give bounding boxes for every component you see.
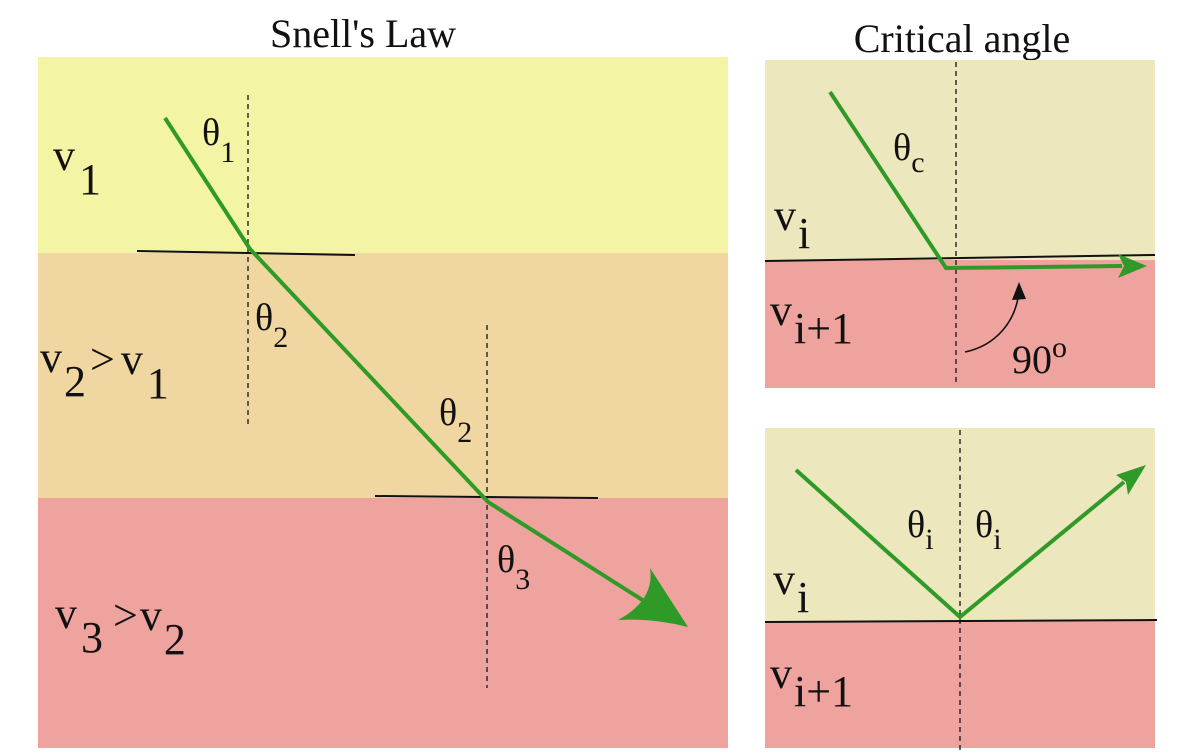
- snells-law-panel: v1 v2>v1 v3>v2 θ1 θ2 θ2 θ3: [38, 57, 728, 748]
- theta-3-label: θ3: [497, 539, 530, 596]
- layer-1-background: [38, 57, 728, 253]
- reflection-panel: θi θi vi vi+1: [764, 428, 1158, 750]
- theta-2-label-upper: θ2: [255, 297, 288, 354]
- layer-3-label: v3>v2: [55, 589, 186, 664]
- critical-angle-panel: θc vi vi+1 90o: [764, 60, 1156, 388]
- critical-ray-arrowhead: [1118, 254, 1147, 278]
- reflected-ray-arrowhead: [1116, 465, 1146, 495]
- reflection-upper-label: vi: [773, 555, 809, 622]
- reflection-lower-label: vi+1: [770, 649, 853, 716]
- reflection-interface-line: [764, 619, 1158, 623]
- theta-c-label: θc: [893, 127, 925, 179]
- critical-upper-medium: [765, 60, 1155, 260]
- critical-ray: [828, 90, 1123, 271]
- layer-1-label: v1: [53, 131, 101, 204]
- left-title: Snell's Law: [270, 11, 456, 56]
- critical-upper-label: vi: [774, 191, 810, 258]
- refracted-ray: [163, 116, 657, 610]
- right-angle-curved-arrow: [964, 297, 1019, 353]
- ray-arrowhead: [618, 568, 688, 627]
- critical-lower-label: vi+1: [770, 286, 853, 353]
- layer-3-background: [38, 498, 728, 748]
- interface-line-2: [374, 495, 599, 499]
- right-angle-arrowhead: [1012, 282, 1026, 300]
- right-angle-label: 90o: [1012, 331, 1067, 382]
- layer-2-background: [38, 253, 728, 498]
- interface-line-1: [136, 250, 356, 256]
- critical-interface-line: [764, 254, 1156, 262]
- theta-2-label-lower: θ2: [439, 392, 472, 449]
- reflected-ray: [794, 468, 1126, 620]
- theta-i-right-label: θi: [975, 504, 1002, 556]
- layer-2-label: v2>v1: [40, 333, 169, 408]
- theta-i-left-label: θi: [907, 504, 934, 556]
- theta-1-label: θ1: [202, 112, 235, 169]
- critical-lower-medium: [765, 260, 1155, 388]
- right-title: Critical angle: [854, 16, 1071, 61]
